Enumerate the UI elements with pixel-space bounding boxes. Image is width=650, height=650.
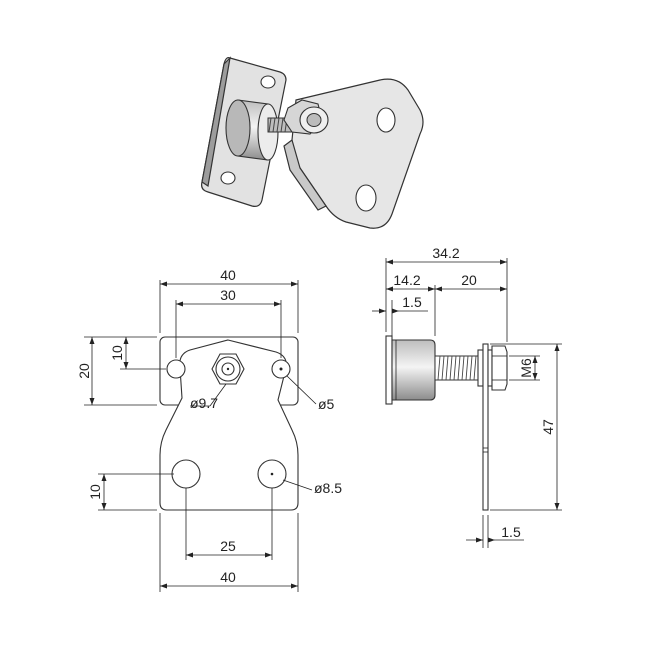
dim-stud-length: 20 (461, 272, 477, 288)
dim-top-width: 40 (220, 267, 236, 283)
isometric-view (201, 56, 424, 229)
front-small-hole-left (166, 359, 186, 379)
iso-left-plate-edge (201, 56, 231, 188)
iso-left-plate-hole-top (260, 75, 276, 89)
iso-bracket-hole-upper (376, 107, 396, 133)
label-small-hole-diameter: ø5 (318, 396, 335, 412)
side-washer-left (477, 349, 484, 387)
dim-hole-pitch-top: 30 (220, 287, 236, 303)
label-large-hole-diameter: ø8.5 (314, 480, 342, 496)
label-nut-diameter: ø9.7 (190, 395, 218, 411)
side-flange (385, 335, 393, 405)
dim-bracket-thickness: 1.5 (501, 524, 521, 540)
front-view: 40 30 20 10 ø9.7 ø5 10 ø8.5 25 (76, 267, 342, 592)
iso-right-bracket-bend (283, 138, 327, 211)
dim-large-hole-pitch: 25 (220, 538, 236, 554)
dim-flange-thickness: 1.5 (402, 294, 422, 310)
dim-overall-length: 34.2 (432, 245, 459, 261)
dim-boss-length: 14.2 (393, 272, 420, 288)
front-large-hole-left (171, 459, 201, 489)
dim-thread-size: M6 (518, 358, 534, 378)
dim-bottom-width: 40 (220, 569, 236, 585)
side-nut (491, 345, 508, 391)
iso-bracket-hole-lower (355, 184, 377, 212)
side-bracket-plate (482, 343, 489, 511)
dim-bracket-height: 47 (540, 419, 556, 435)
iso-boss-back (225, 99, 251, 157)
side-view: 34.2 14.2 20 1.5 M6 47 1.5 (372, 245, 562, 548)
side-boss (391, 339, 436, 401)
dim-hole-offset-vertical: 10 (109, 345, 125, 361)
dim-lower-offset: 10 (87, 484, 103, 500)
side-washer-right (487, 349, 493, 387)
iso-nut-bore (306, 113, 322, 127)
iso-left-plate-hole-bottom (220, 171, 236, 185)
front-nut (211, 353, 245, 385)
dim-plate-height: 20 (76, 363, 92, 379)
